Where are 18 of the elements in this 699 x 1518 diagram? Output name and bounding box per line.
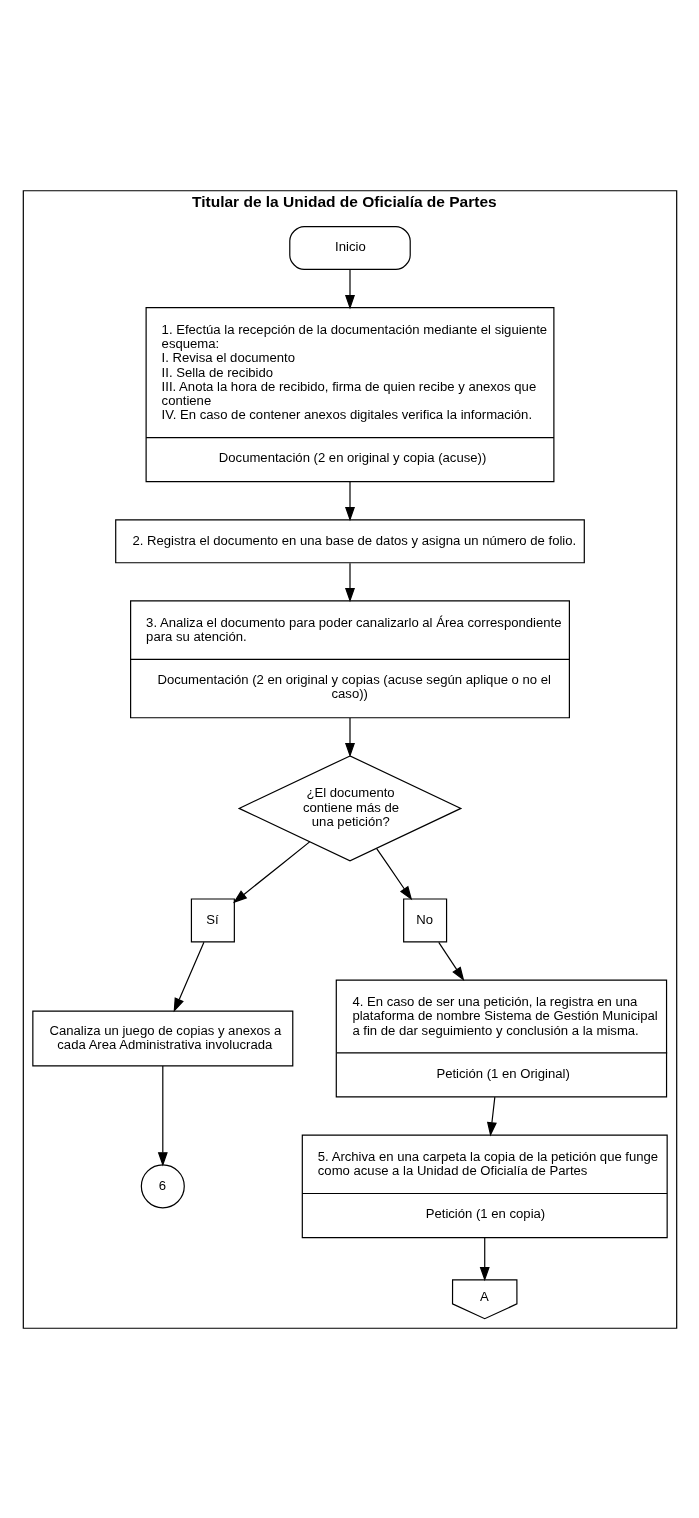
arrow [486,1096,497,1136]
node-box: 2. Registra el documento en una base de datos y asigna un número de folio. [114,518,585,563]
arrow [344,268,355,309]
node-circle: 6 [140,1163,185,1208]
arrow [479,1236,490,1281]
node-box: Inicio [288,225,411,270]
arrow [344,480,355,521]
node-box: Sí [190,897,235,942]
arrow [375,847,412,900]
node-box: Canaliza un juego de copias y anexos a cada Area Administrativa involucrada [31,1010,293,1066]
node-diamond: ¿El documento contiene más de una petición? [237,754,462,861]
arrow [344,562,355,602]
arrow [437,941,464,981]
arrow [157,1064,168,1166]
arrow [344,717,355,757]
arrow [173,941,205,1012]
arrow [232,840,310,903]
node-box: No [402,897,447,942]
